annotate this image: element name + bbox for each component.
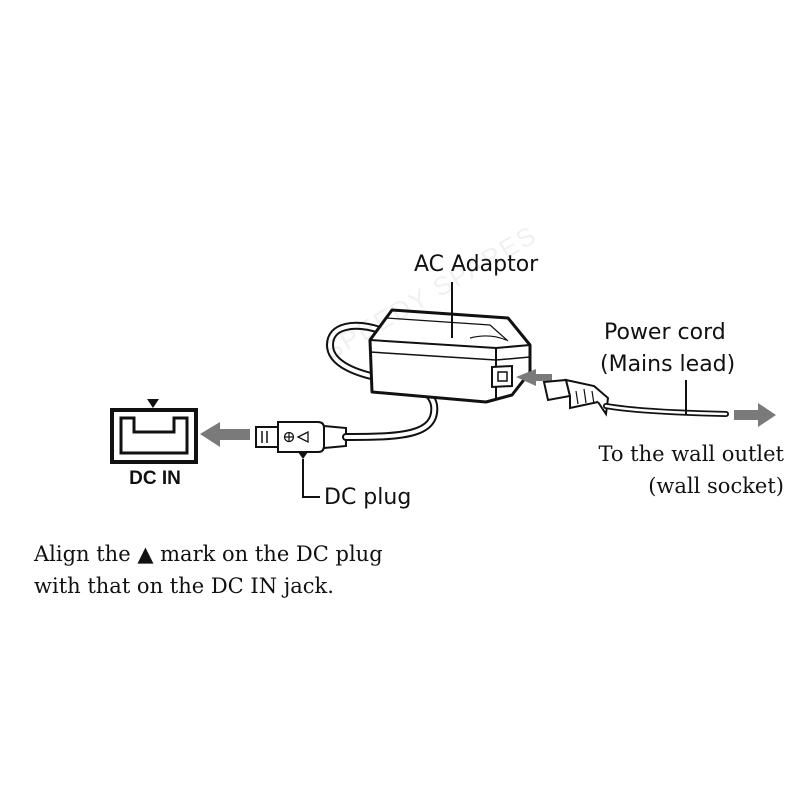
wall-outlet-label: To the wall outlet (wall socket) [560,438,784,502]
arrow-to-adaptor [516,369,552,386]
power-cord-label-line2: (Mains lead) [600,352,736,377]
jack-alignment-mark [147,399,159,408]
arrow-to-dc-in [200,422,250,447]
wall-outlet-line2: (wall socket) [648,474,784,498]
arrow-to-wall [734,403,776,427]
caption-line2: with that on the DC IN jack. [34,574,334,598]
caption-line1-start: Align the [34,542,138,566]
dc-in-label: DC IN [129,468,181,489]
dc-plug-label: DC plug [324,485,412,510]
triangle-mark-icon: ▲ [137,542,154,566]
caption-line1-end: mark on the DC plug [153,542,383,566]
dc-plug [255,421,347,453]
dc-in-jack [110,408,198,464]
plug-alignment-mark [298,452,308,459]
power-cord-label-line1: Power cord [604,320,726,345]
wall-outlet-line1: To the wall outlet [598,442,784,466]
dc-plug-leader [302,459,320,498]
power-cord-plug [542,378,610,417]
instruction-caption: Align the ▲ mark on the DC plug with tha… [34,538,383,602]
caption-line1: Align the ▲ mark on the DC plug [34,538,383,570]
ac-adaptor-label: AC Adaptor [414,252,539,277]
